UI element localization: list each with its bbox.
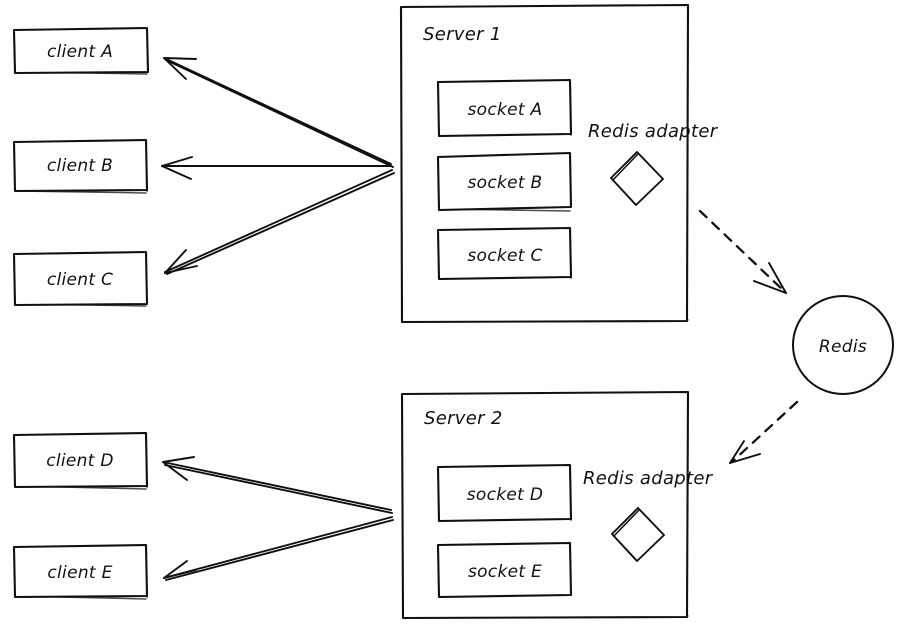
socket-a-box-edge	[569, 79, 572, 136]
socket-c-label: socket C	[467, 246, 542, 266]
connection-server1-client-c	[164, 169, 395, 275]
connection-redis-server2	[729, 400, 799, 464]
client-b-node[interactable]: client B	[12, 138, 149, 194]
arrow-line-d	[162, 461, 392, 511]
arrow-head-server2-top	[729, 440, 745, 464]
socket-e-node[interactable]: socket E	[436, 541, 573, 599]
socket-d-box-edge	[569, 464, 572, 521]
connection-server1-client-a	[163, 57, 394, 168]
redis-adapter-1-label: Redis adapter	[588, 121, 719, 142]
connection-server1-client-b	[161, 156, 392, 180]
arrow-line-d2	[164, 464, 393, 514]
redis-adapter-1-diamond-shadow	[612, 153, 639, 181]
dashed-line-to-server2	[731, 400, 799, 463]
arrow-head-c-bottom	[164, 265, 198, 274]
socket-d-node[interactable]: socket D	[436, 463, 573, 523]
connection-server1-redis	[698, 209, 788, 295]
server-2-node[interactable]: Server 2 socket D socket E Redis adapter	[400, 390, 714, 620]
arrow-head-e-top	[163, 560, 188, 579]
server-1-node[interactable]: Server 1 socket A socket B socket C	[399, 3, 719, 324]
client-a-box-edge	[13, 30, 16, 73]
client-d-node[interactable]: client D	[12, 431, 149, 490]
redis-circle	[792, 295, 894, 395]
client-b-box-edge	[145, 139, 148, 192]
redis-adapter-2-diamond-icon	[611, 507, 665, 562]
client-b-label: client B	[47, 156, 113, 176]
arrow-head-redis-top	[768, 262, 787, 294]
socket-c-box-edge	[569, 227, 572, 279]
dashed-line-to-redis	[698, 209, 788, 295]
arrow-line-e2	[165, 519, 394, 581]
arrow-head-c-top	[164, 249, 187, 274]
socket-b-node[interactable]: socket B	[436, 151, 573, 212]
connection-server2-client-d	[162, 456, 393, 514]
client-e-node[interactable]: client E	[12, 543, 149, 600]
socket-b-box-edge	[437, 157, 440, 211]
redis-adapter-1-diamond-icon	[610, 151, 664, 206]
arrow-head-b-bottom	[161, 165, 192, 180]
client-d-box-edge	[145, 432, 148, 488]
server-1-label: Server 1	[423, 24, 502, 45]
redis-adapter-1[interactable]: Redis adapter	[588, 121, 719, 206]
arrow-line-c	[164, 169, 393, 273]
arrow-head-b-top	[161, 156, 193, 167]
arrow-head-e-bottom	[163, 569, 197, 579]
socket-c-node[interactable]: socket C	[436, 226, 573, 281]
server-2-label: Server 2	[424, 408, 503, 429]
arrow-line-e	[163, 516, 393, 579]
client-d-label: client D	[46, 451, 114, 471]
connection-server2-client-e	[163, 516, 394, 581]
redis-adapter-2[interactable]: Redis adapter	[583, 468, 714, 562]
client-a-node[interactable]: client A	[12, 26, 150, 75]
arrow-head-a-bottom	[163, 57, 187, 80]
redis-label: Redis	[819, 337, 867, 357]
arrow-line-a2	[165, 59, 394, 168]
socket-d-label: socket D	[467, 485, 543, 505]
redis-adapter-2-label: Redis adapter	[583, 468, 714, 489]
client-c-label: client C	[47, 270, 113, 290]
client-c-node[interactable]: client C	[12, 250, 149, 307]
socket-a-node[interactable]: socket A	[436, 78, 573, 138]
arrow-head-d-bottom	[162, 461, 188, 481]
socket-e-box-edge	[437, 545, 440, 598]
arrow-head-server2-bottom	[729, 453, 761, 464]
arrow-head-a-top	[163, 57, 197, 60]
arrow-head-redis-bottom	[753, 280, 787, 294]
socket-b-label: socket B	[467, 173, 542, 193]
client-c-box	[12, 250, 149, 307]
client-e-label: client E	[47, 563, 112, 583]
arrow-line-a	[163, 57, 392, 165]
client-a-label: client A	[47, 42, 113, 62]
socket-e-label: socket E	[468, 562, 542, 582]
arrow-line-c2	[166, 172, 395, 275]
arrow-head-d-top	[162, 456, 195, 463]
redis-adapter-2-diamond-shadow	[613, 509, 640, 537]
redis-datastore-node[interactable]: Redis	[792, 295, 894, 395]
socket-a-label: socket A	[467, 100, 542, 120]
client-e-box-edge	[145, 544, 148, 598]
